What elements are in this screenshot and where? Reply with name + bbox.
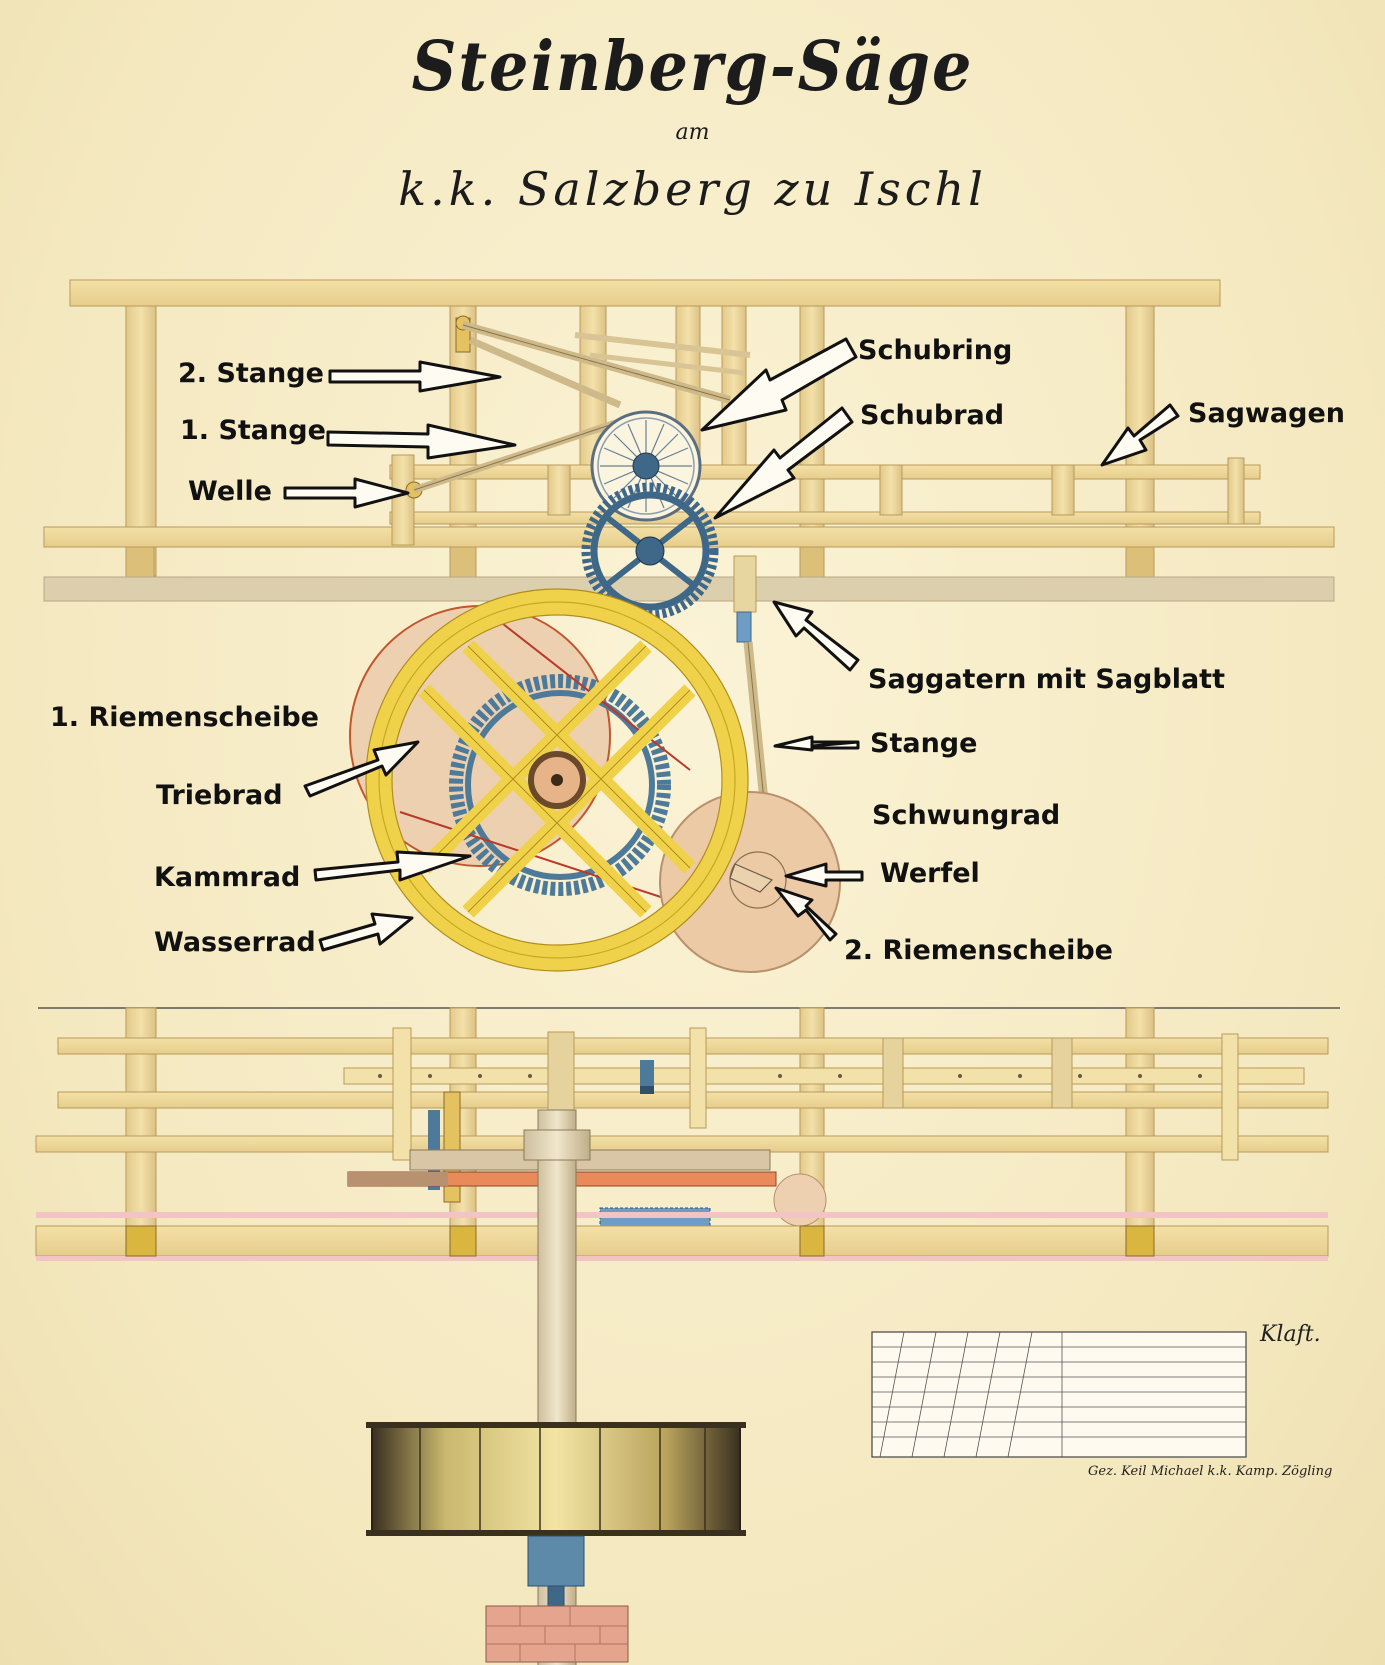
- sagwagen-rail-bottom: [389, 511, 1261, 525]
- arrow-triebrad: [303, 740, 420, 798]
- label-schubring: Schubring: [858, 335, 1013, 366]
- arrow-stange-2: [328, 360, 502, 393]
- scale-bar: [871, 1331, 1247, 1458]
- page-title: Steinberg-Säge: [411, 26, 974, 107]
- sagwagen-rail-top: [389, 464, 1261, 480]
- label-welle: Welle: [188, 476, 272, 507]
- label-riemenscheibe-1: 1. Riemenscheibe: [50, 702, 319, 733]
- arrow-stange-1: [326, 423, 517, 460]
- sagblatt: [736, 611, 752, 643]
- arrow-saggatern: [772, 600, 860, 672]
- stone-foundation: [485, 1605, 629, 1663]
- stange-2-rod-b: [468, 336, 622, 409]
- arrow-riemenscheibe-2: [774, 886, 838, 942]
- wasserrad: [365, 588, 749, 972]
- arrow-schubring: [700, 337, 858, 432]
- label-kammrad: Kammrad: [154, 862, 301, 893]
- arrow-welle: [283, 477, 410, 509]
- werfel-crank: [729, 863, 774, 893]
- sill-beam: [43, 526, 1335, 548]
- sill-block: [1125, 546, 1155, 578]
- sagwagen-upright: [547, 464, 571, 516]
- page-subtitle: k.k. Salzberg zu Ischl: [398, 162, 987, 216]
- sagwagen-upright: [1051, 464, 1075, 516]
- sagwagen-upright: [879, 464, 903, 516]
- label-arrows: [283, 337, 1180, 952]
- label-saggatern: Saggatern mit Sagblatt: [868, 664, 1225, 695]
- label-sagwagen: Sagwagen: [1188, 398, 1346, 429]
- label-werfel: Werfel: [880, 858, 980, 889]
- sill-block: [799, 546, 825, 578]
- label-stange-2: 2. Stange: [178, 358, 324, 389]
- arrow-sagwagen: [1100, 403, 1180, 467]
- label-wasserrad: Wasserrad: [154, 927, 316, 958]
- label-stange-1: 1. Stange: [180, 415, 326, 446]
- welle-post: [391, 454, 415, 546]
- cross-bar: [574, 332, 751, 358]
- arrow-kammrad: [313, 850, 472, 882]
- kammrad-gear: [449, 674, 671, 896]
- label-riemenscheibe-2: 2. Riemenscheibe: [844, 935, 1113, 966]
- label-stange: Stange: [870, 728, 978, 759]
- saggatern-frame: [733, 555, 757, 613]
- arrow-stange: [773, 735, 860, 752]
- signature: Gez. Keil Michael k.k. Kamp. Zögling: [1088, 1464, 1333, 1479]
- water-wheel-drum: [371, 1424, 741, 1534]
- label-schubrad: Schubrad: [860, 400, 1005, 431]
- label-triebrad: Triebrad: [156, 780, 283, 811]
- sill-block: [449, 546, 477, 578]
- wheel-assembly: [349, 588, 841, 973]
- label-schwungrad: Schwungrad: [872, 800, 1061, 831]
- arrow-wasserrad: [318, 912, 414, 952]
- arrow-werfel: [784, 862, 864, 888]
- riemenscheibe-2: [729, 851, 787, 909]
- plan-view: [35, 1007, 1340, 1665]
- top-beam: [69, 279, 1221, 307]
- title-am: am: [675, 120, 710, 145]
- sill-block: [125, 546, 155, 578]
- sagwagen-upright: [1227, 457, 1245, 525]
- arrow-schubrad: [713, 406, 854, 520]
- scale-unit: Klaft.: [1260, 1322, 1321, 1347]
